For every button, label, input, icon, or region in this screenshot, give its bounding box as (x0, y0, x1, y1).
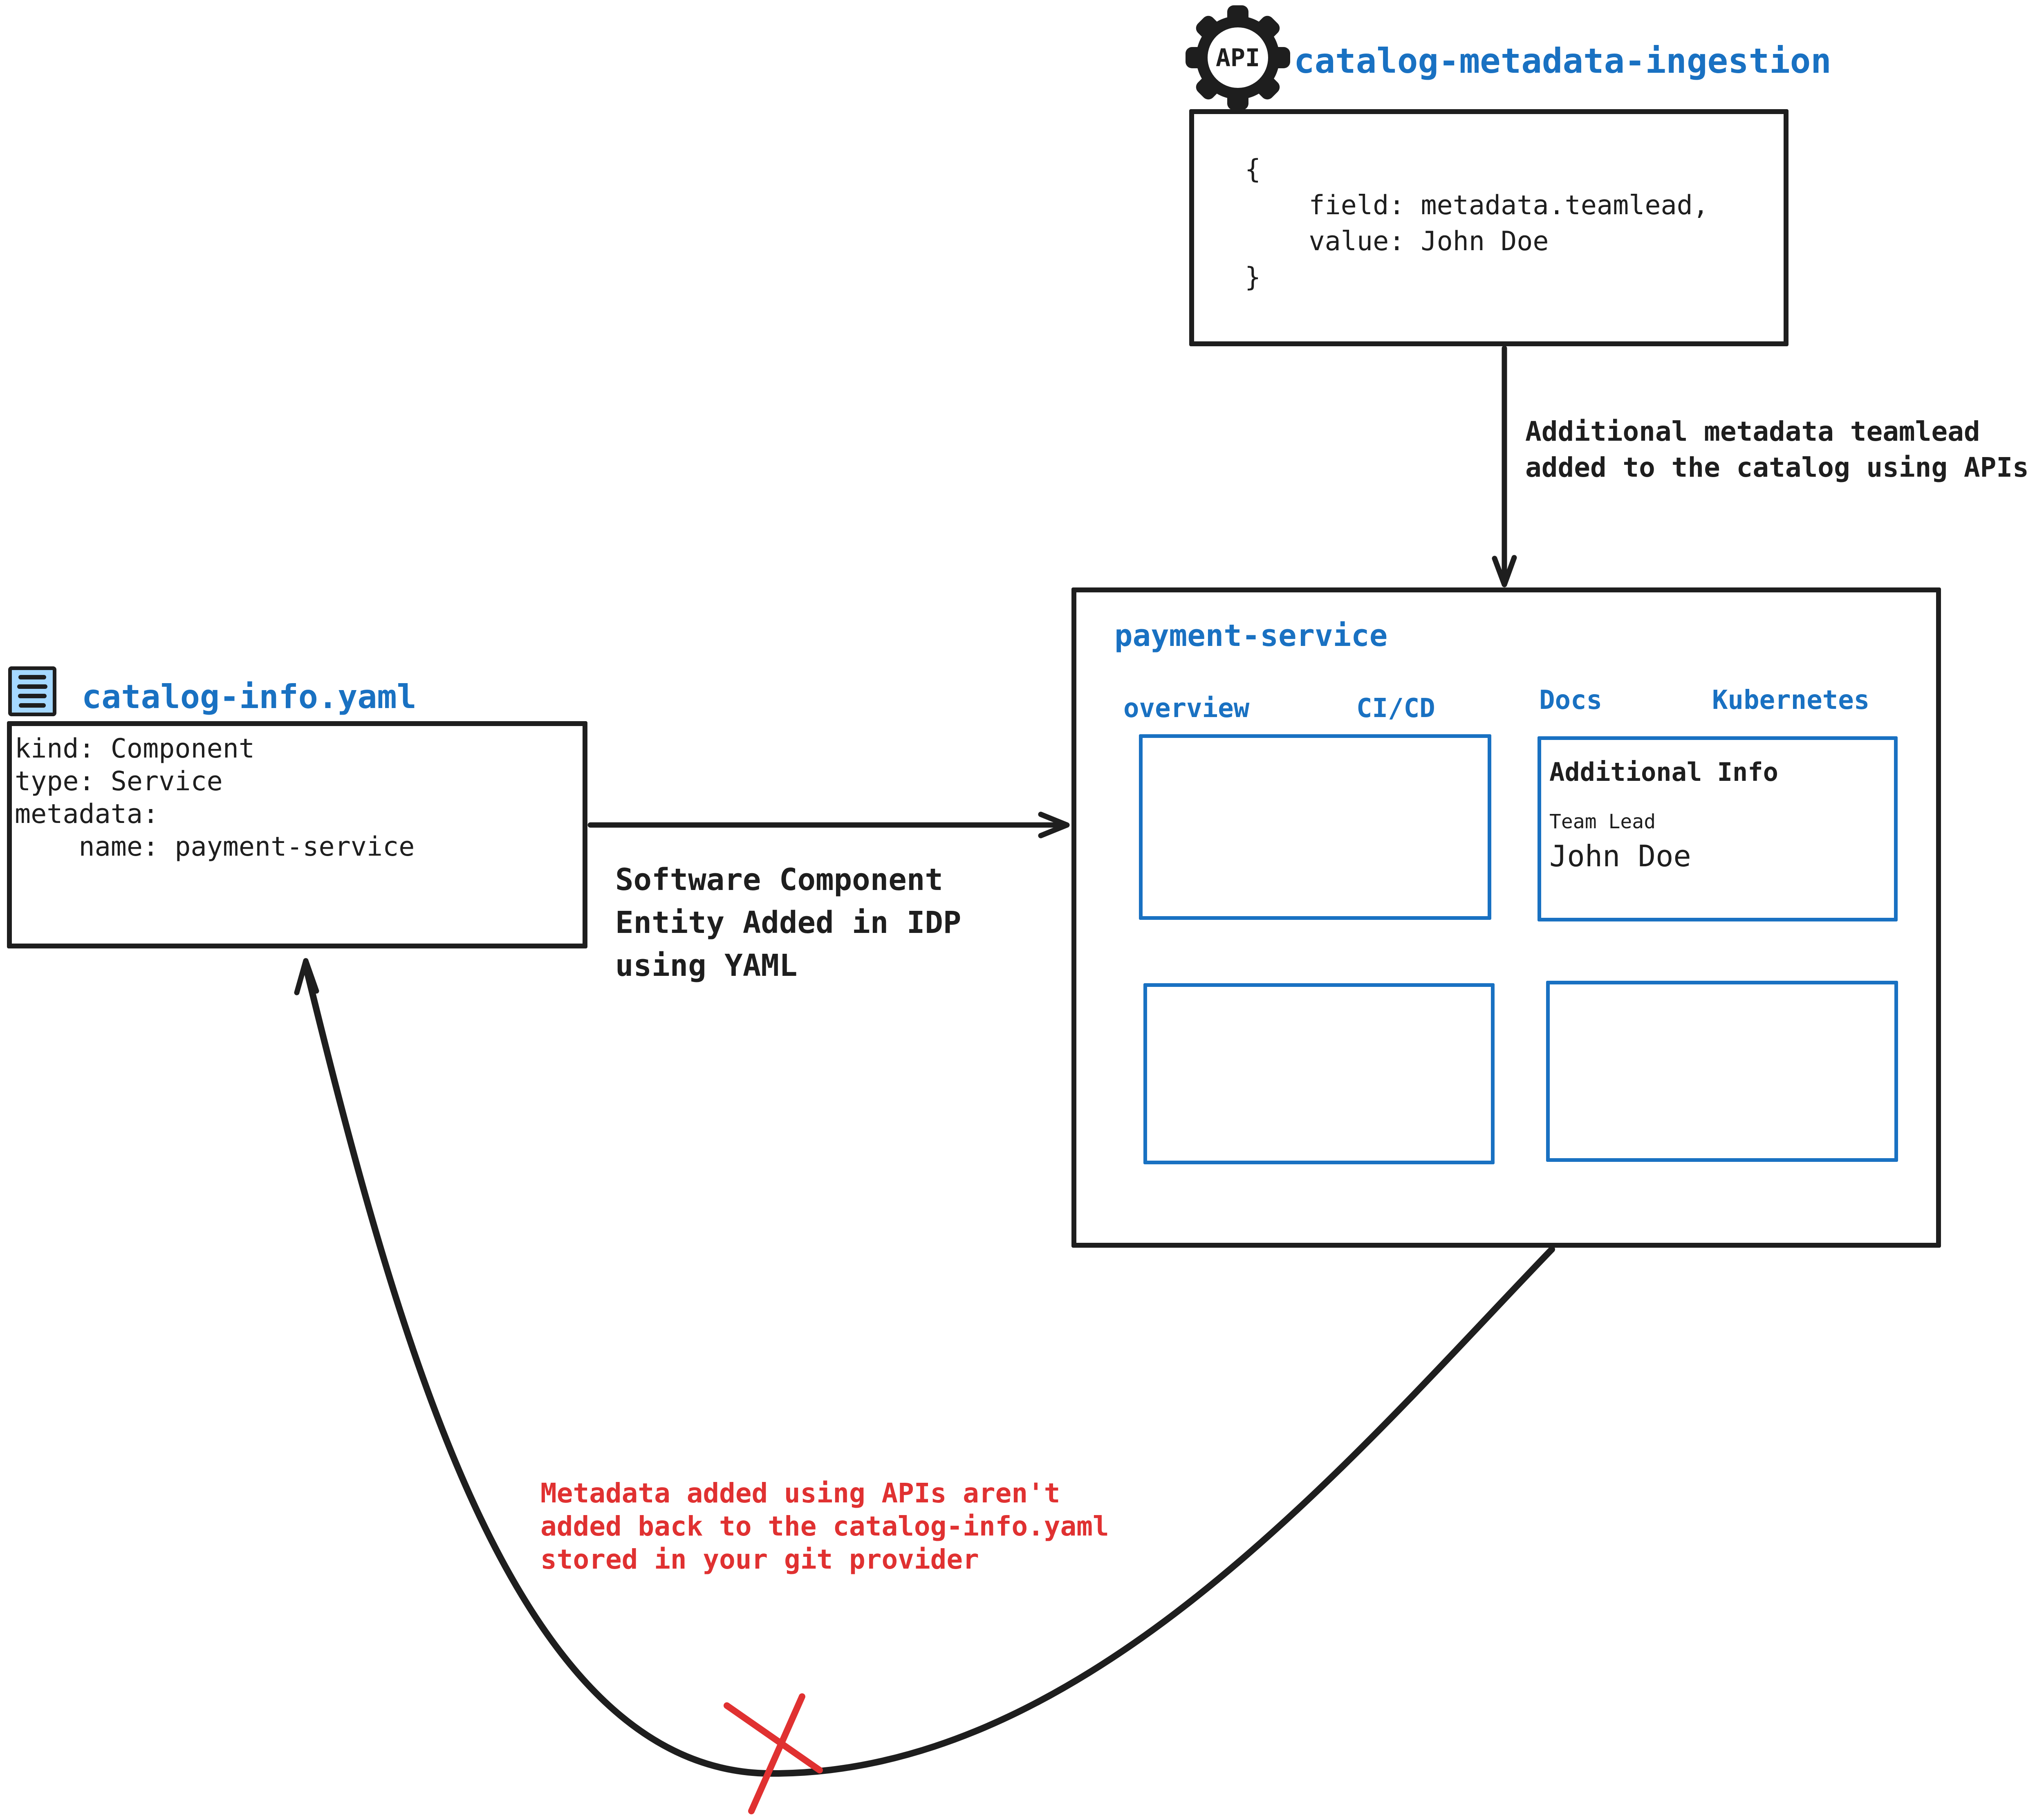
yaml-box (7, 721, 587, 948)
api-arrow-note-line: added to the catalog using APIs (1525, 452, 2029, 483)
tab-cicd: CI/CD (1356, 693, 1435, 724)
api-ingestion-title: catalog-metadata-ingestion (1294, 41, 1831, 81)
feedback-note-line: Metadata added using APIs aren't (540, 1477, 1060, 1509)
empty-panel-left (1143, 983, 1495, 1164)
document-icon-line (18, 694, 47, 698)
yaml-to-idp-arrow (587, 811, 1070, 838)
empty-panel-right (1546, 981, 1898, 1162)
yaml-line: metadata: (15, 799, 159, 829)
feedback-note: Metadata added using APIs aren't added b… (540, 1477, 1109, 1576)
code-line: } (1245, 262, 1261, 293)
api-arrow-note-line: Additional metadata teamlead (1525, 416, 1980, 447)
overview-panel (1139, 734, 1491, 920)
document-icon-line (18, 675, 46, 679)
api-to-catalog-arrow (1492, 345, 1517, 587)
feedback-note-line: added back to the catalog-info.yaml (540, 1511, 1109, 1542)
gear-api-label: API (1216, 44, 1260, 72)
team-lead-value: John Doe (1549, 839, 1691, 873)
api-code-block: { field: metadata.teamlead, value: John … (1245, 152, 1709, 296)
code-line: value: John Doe (1245, 226, 1549, 257)
team-lead-label: Team Lead (1549, 810, 1656, 833)
additional-info-panel (1537, 736, 1898, 921)
document-icon-line (17, 684, 47, 689)
api-code-box (1189, 109, 1788, 346)
yaml-arrow-note-line: Software Component (615, 862, 943, 897)
gear-api-icon: API (1186, 5, 1290, 110)
yaml-line: type: Service (15, 766, 223, 797)
api-arrow-note: Additional metadata teamlead added to th… (1525, 414, 2029, 486)
document-icon-line (19, 703, 46, 708)
yaml-arrow-note-line: Entity Added in IDP (615, 905, 961, 940)
document-icon (8, 666, 56, 716)
yaml-line: name: payment-service (15, 832, 415, 862)
additional-info-heading: Additional Info (1549, 757, 1778, 787)
tab-docs: Docs (1539, 685, 1602, 715)
yaml-line: kind: Component (15, 733, 255, 764)
yaml-arrow-note: Software Component Entity Added in IDP u… (615, 859, 961, 987)
code-line: { (1245, 154, 1261, 185)
payment-service-title: payment-service (1114, 618, 1388, 653)
feedback-note-line: stored in your git provider (540, 1544, 979, 1575)
blocked-x-icon (724, 1693, 823, 1814)
tab-overview: overview (1123, 693, 1250, 724)
tab-kubernetes: Kubernetes (1712, 685, 1870, 715)
yaml-arrow-note-line: using YAML (615, 948, 798, 983)
code-line: field: metadata.teamlead, (1245, 190, 1709, 221)
catalog-file-title: catalog-info.yaml (82, 678, 417, 716)
yaml-block: kind: Component type: Service metadata: … (15, 733, 415, 863)
